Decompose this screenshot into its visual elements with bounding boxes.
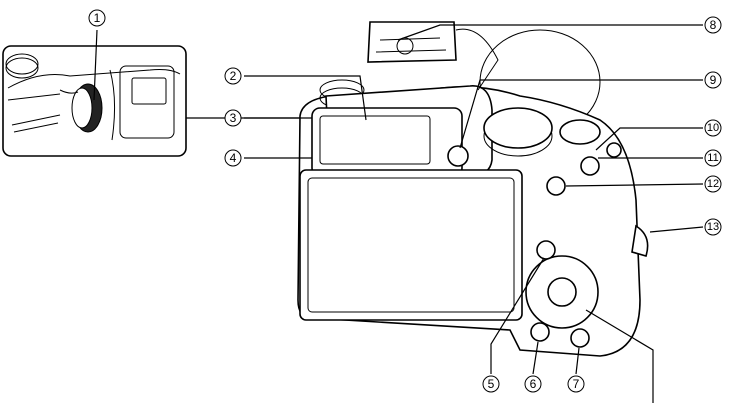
svg-text:11: 11: [707, 152, 718, 164]
ok-button[interactable]: [547, 277, 577, 307]
menu-button[interactable]: [536, 240, 556, 260]
camera-body: [297, 21, 649, 357]
record-button[interactable]: [580, 156, 600, 176]
svg-text:6: 6: [530, 377, 537, 391]
strap-eyelet: [631, 224, 649, 257]
callout-6: 6: [524, 375, 542, 393]
info-button[interactable]: [546, 176, 566, 196]
shutter-button[interactable]: [559, 119, 601, 145]
callout-1: 1: [88, 9, 106, 27]
inset-diopter-view: [2, 45, 187, 157]
svg-text:5: 5: [488, 377, 495, 391]
svg-text:4: 4: [230, 151, 237, 165]
svg-text:10: 10: [707, 122, 719, 134]
callout-12: 12: [704, 175, 722, 193]
callout-13: 13: [704, 218, 722, 236]
callout-4: 4: [224, 149, 242, 167]
svg-text:7: 7: [573, 377, 580, 391]
callout-5: 5: [482, 375, 500, 393]
svg-text:8: 8: [710, 18, 717, 32]
callout-10: 10: [704, 119, 722, 137]
svg-text:1: 1: [94, 11, 101, 25]
callout-11: 11: [704, 149, 722, 167]
fn-button[interactable]: [606, 142, 622, 158]
leader-lines: [93, 24, 704, 403]
svg-text:2: 2: [230, 69, 237, 83]
callout-2: 2: [224, 67, 242, 85]
svg-text:12: 12: [707, 178, 719, 190]
callout-7: 7: [567, 375, 585, 393]
callout-3: 3: [224, 109, 242, 127]
main-dial[interactable]: [483, 107, 553, 149]
svg-text:13: 13: [707, 221, 719, 233]
callout-9: 9: [704, 71, 722, 89]
ael-afl-button[interactable]: [447, 145, 469, 167]
monitor: [299, 169, 523, 321]
svg-text:3: 3: [230, 111, 237, 125]
erase-button[interactable]: [570, 328, 590, 348]
playback-button[interactable]: [530, 322, 550, 342]
callout-8: 8: [704, 16, 722, 34]
svg-text:9: 9: [710, 73, 717, 87]
viewfinder: [311, 107, 463, 177]
